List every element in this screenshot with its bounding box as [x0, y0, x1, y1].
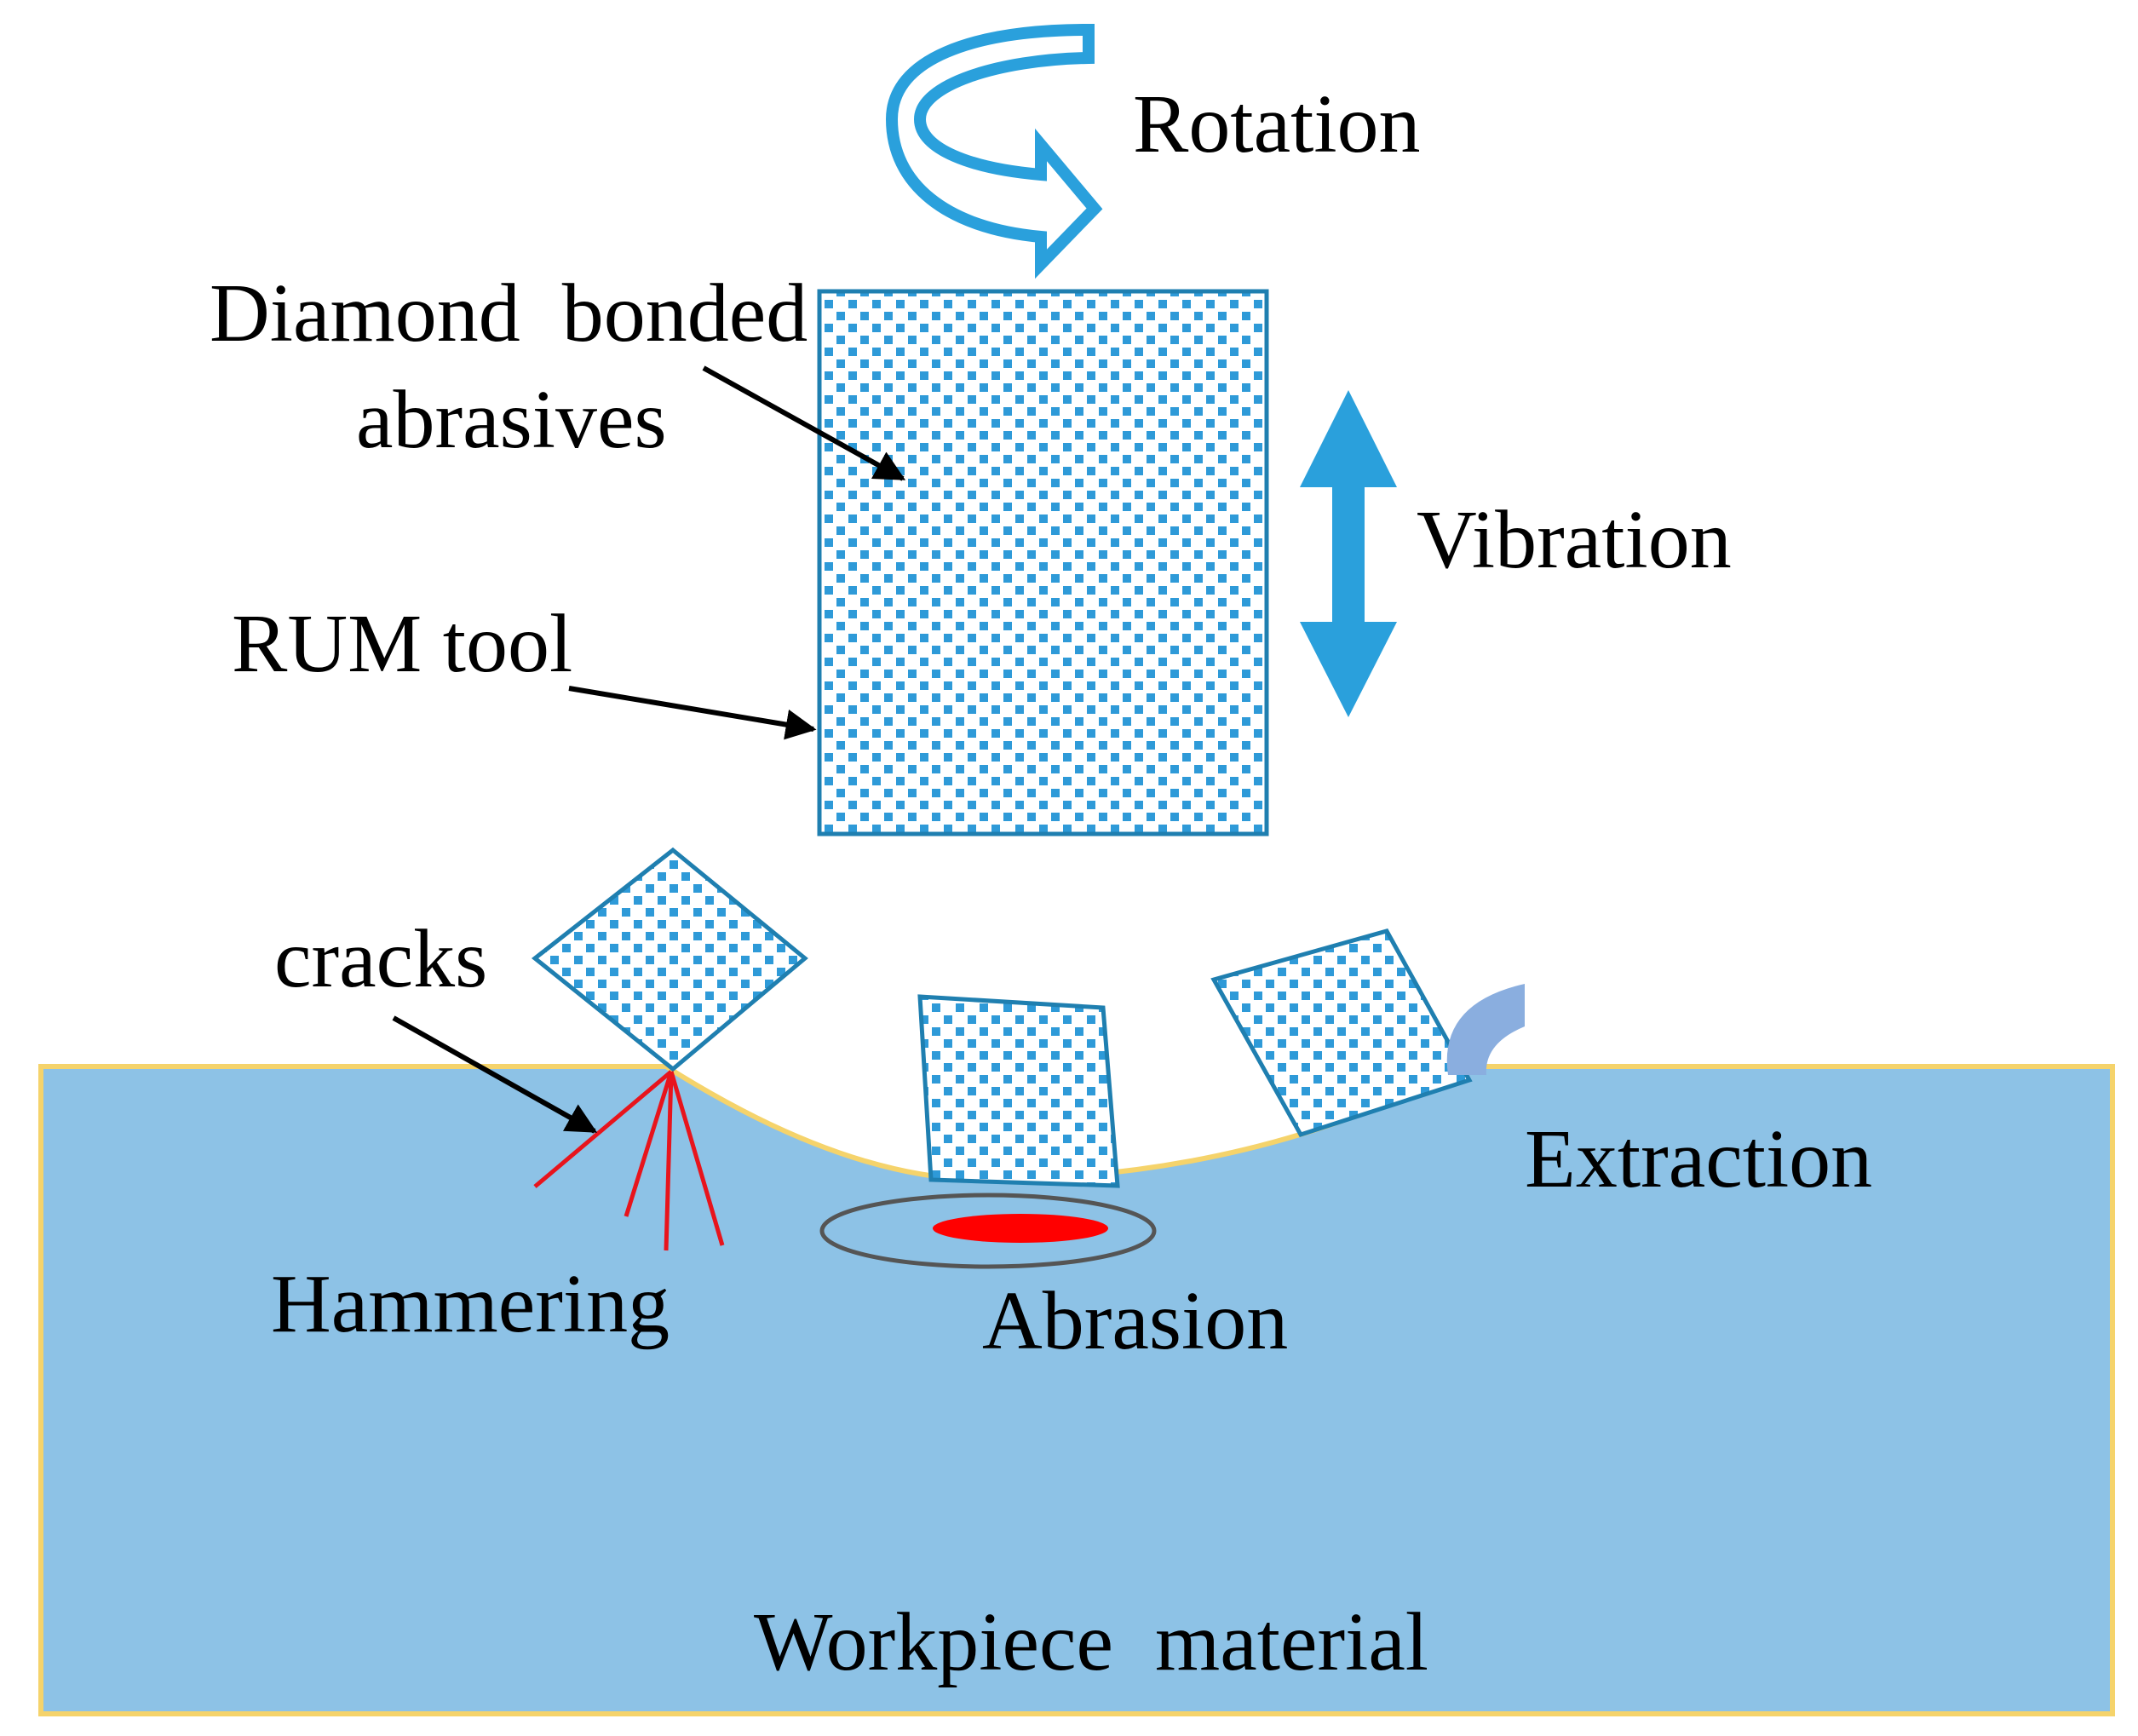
hammering-label: Hammering: [271, 1258, 670, 1350]
rum-tool: [817, 289, 1269, 836]
extraction-label: Extraction: [1525, 1113, 1872, 1205]
abrasion-label: Abrasion: [982, 1275, 1288, 1367]
abrasion-spot: [933, 1214, 1108, 1243]
cracks-pointer-arrow: [392, 1015, 598, 1134]
abrasion-grain: [917, 994, 1120, 1188]
hammering-grain: [531, 847, 808, 1072]
rum-tool-label: RUM tool: [232, 598, 572, 690]
abrasion-ring: [819, 1193, 1157, 1269]
workpiece-label: Workpiece material: [754, 1596, 1428, 1688]
extraction-grain: [1210, 928, 1473, 1138]
cracks-label: cracks: [274, 913, 487, 1005]
diamond-pointer-arrow: [702, 365, 906, 481]
diamond-label-line1: Diamond bonded: [210, 267, 807, 359]
vibration-label: Vibration: [1417, 494, 1732, 586]
crack-lines: [533, 1070, 725, 1251]
rum-tool-pointer-arrow: [568, 686, 817, 740]
extraction-chip: [1446, 984, 1525, 1075]
rotation-arrow-icon: [885, 23, 1103, 279]
rotation-label: Rotation: [1133, 78, 1421, 170]
diamond-label-line2: abrasives: [356, 374, 667, 466]
vibration-arrow-icon: [1300, 390, 1397, 717]
